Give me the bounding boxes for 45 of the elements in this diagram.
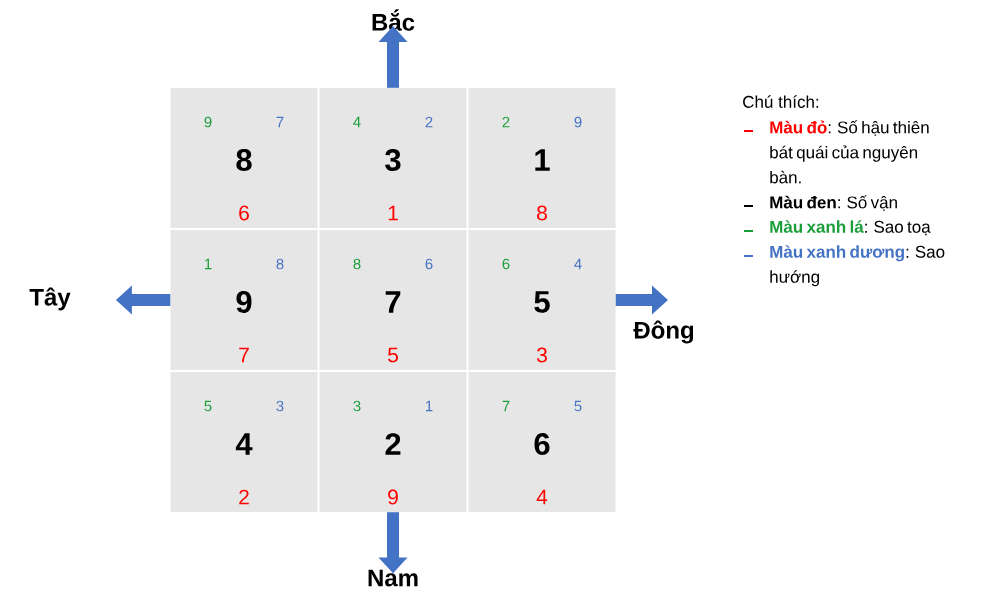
base-number: 4 [536,489,548,505]
legend-text: Màu đỏ: Số hậu thiên bát quái của nguyên bàn. [770,120,929,184]
star-number: 2 [425,116,433,128]
period-number: 6 [534,433,550,455]
star-number: 9 [204,116,212,128]
star-number: 6 [425,258,433,270]
base-number: 2 [239,489,249,505]
star-number: 8 [353,258,361,270]
star-number: 3 [276,400,284,412]
star-number: 3 [353,400,361,412]
base-number: 1 [388,205,398,221]
period-number: 2 [385,433,401,455]
star-number: 9 [574,116,582,128]
period-number: 9 [236,291,252,313]
period-number: 8 [236,149,252,171]
base-number: 7 [239,347,249,363]
base-number: 9 [388,489,398,505]
period-number: 7 [385,291,401,313]
star-number: 4 [574,258,582,270]
star-number: 1 [426,400,433,412]
star-number: 7 [502,400,510,412]
legend-text: Màu xanh dương: Sao hướng [770,245,945,287]
period-number: 1 [535,149,550,171]
base-number: 3 [536,347,547,363]
period-number: 4 [235,433,253,455]
direction-label: Đông [633,320,694,344]
legend-text: Màu xanh lá: Sao toạ [770,220,931,236]
legend-heading: Chú thích: [743,95,819,108]
period-number: 5 [534,291,550,313]
star-number: 2 [502,116,510,128]
star-number: 4 [353,116,361,128]
star-number: 5 [204,400,212,412]
star-number: 1 [205,258,212,270]
star-number: 6 [502,258,510,270]
direction-label: Tây [29,287,71,311]
base-number: 6 [239,205,249,221]
star-number: 7 [276,116,284,128]
direction-label: Nam [368,569,418,587]
star-number: 8 [276,258,284,270]
base-number: 8 [537,205,547,221]
legend-text: Màu đen: Số vận [770,195,897,211]
direction-label: Bắc [372,9,415,31]
period-number: 3 [385,149,401,171]
base-number: 5 [388,347,398,363]
star-number: 5 [574,400,582,412]
